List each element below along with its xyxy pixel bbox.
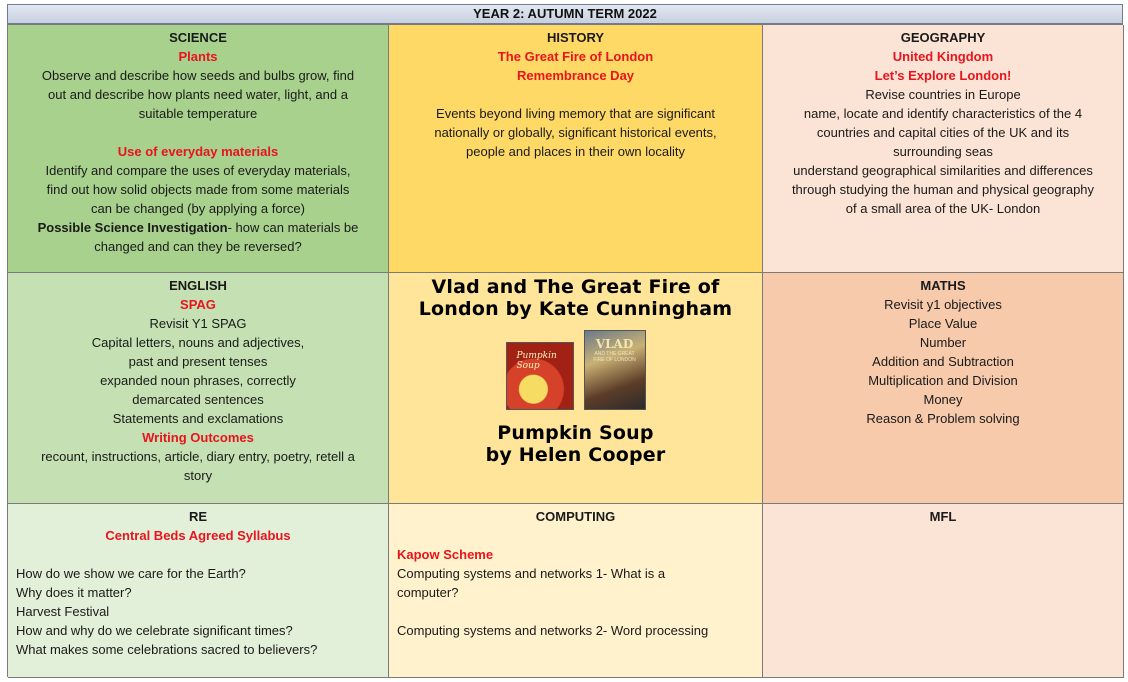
curriculum-sheet: YEAR 2: AUTUMN TERM 2022 SCIENCE Plants …: [7, 4, 1124, 678]
science-text-line: out and describe how plants need water, …: [48, 87, 348, 102]
science-investigation-label: Possible Science Investigation: [37, 220, 228, 235]
re-subheading-syllabus: Central Beds Agreed Syllabus: [105, 528, 291, 543]
history-text-line: nationally or globally, significant hist…: [434, 125, 717, 140]
re-text-line: How and why do we celebrate significant …: [16, 623, 293, 638]
english-text-line: demarcated sentences: [132, 392, 264, 407]
science-subheading-plants: Plants: [178, 49, 218, 64]
pumpkin-soup-cover-image: Pumpkin Soup: [505, 342, 574, 410]
english-cell: ENGLISH SPAG Revisit Y1 SPAG Capital let…: [8, 273, 389, 504]
computing-text-line: Computing systems and networks 2- Word p…: [397, 623, 709, 638]
history-cell: HISTORY The Great Fire of London Remembr…: [389, 25, 763, 273]
mfl-heading: MFL: [929, 509, 957, 524]
geography-text-line: Revise countries in Europe: [865, 87, 1021, 102]
geography-heading: GEOGRAPHY: [900, 30, 986, 45]
vlad-cover-title: VLAD: [595, 337, 634, 351]
history-heading: HISTORY: [546, 30, 605, 45]
science-text-line: Observe and describe how seeds and bulbs…: [41, 68, 355, 83]
geography-text-line: through studying the human and physical …: [791, 182, 1095, 197]
maths-heading: MATHS: [920, 278, 966, 293]
english-text-line: expanded noun phrases, correctly: [100, 373, 296, 388]
re-text-line: Harvest Festival: [16, 604, 110, 619]
english-heading: ENGLISH: [169, 278, 227, 293]
page-title: YEAR 2: AUTUMN TERM 2022: [7, 4, 1123, 24]
science-subheading-materials: Use of everyday materials: [117, 144, 279, 159]
science-investigation: Possible Science Investigation- how can …: [14, 218, 382, 237]
science-cell: SCIENCE Plants Observe and describe how …: [8, 25, 389, 273]
history-text-line: Events beyond living memory that are sig…: [436, 106, 715, 121]
geography-text-line: understand geographical similarities and…: [793, 163, 1093, 178]
maths-text-line: Money: [923, 392, 963, 407]
geography-text-line: name, locate and identify characteristic…: [803, 106, 1083, 121]
science-text-line: changed and can they be reversed?: [94, 239, 302, 254]
computing-heading: COMPUTING: [535, 509, 616, 524]
english-subheading-writing: Writing Outcomes: [142, 430, 254, 445]
english-text-line: Revisit Y1 SPAG: [149, 316, 247, 331]
science-text-line: can be changed (by applying a force): [91, 201, 305, 216]
maths-text-line: Addition and Subtraction: [872, 354, 1014, 369]
maths-text-line: Revisit y1 objectives: [884, 297, 1002, 312]
curriculum-grid: SCIENCE Plants Observe and describe how …: [7, 24, 1124, 678]
mfl-cell: MFL: [763, 504, 1124, 678]
english-text-line: Capital letters, nouns and adjectives,: [91, 335, 305, 350]
history-text-line: people and places in their own locality: [466, 144, 685, 159]
book-title-pumpkin: Pumpkin Soup: [497, 422, 654, 444]
geography-subheading-uk: United Kingdom: [892, 49, 994, 64]
re-text-line: Why does it matter?: [16, 585, 132, 600]
geography-text-line: of a small area of the UK- London: [845, 201, 1041, 216]
maths-text-line: Number: [919, 335, 967, 350]
re-cell: RE Central Beds Agreed Syllabus How do w…: [8, 504, 389, 678]
computing-subheading-kapow: Kapow Scheme: [397, 547, 494, 562]
book-title-vlad: London by Kate Cunningham: [418, 298, 733, 320]
science-investigation-text: - how can materials be: [227, 220, 359, 235]
science-text-line: find out how solid objects made from som…: [46, 182, 350, 197]
science-text-line: Identify and compare the uses of everyda…: [45, 163, 351, 178]
computing-cell: COMPUTING Kapow Scheme Computing systems…: [389, 504, 763, 678]
vlad-cover-image: VLAD AND THE GREAT FIRE OF LONDON: [583, 330, 646, 410]
pumpkin-soup-cover-title: Pumpkin Soup: [516, 351, 557, 371]
history-subheading-fire: The Great Fire of London: [497, 49, 654, 64]
maths-text-line: Multiplication and Division: [868, 373, 1018, 388]
geography-text-line: countries and capital cities of the UK a…: [816, 125, 1070, 140]
science-text-line: suitable temperature: [138, 106, 258, 121]
english-text-line: Statements and exclamations: [112, 411, 284, 426]
geography-text-line: surrounding seas: [893, 144, 993, 159]
book-title-vlad: Vlad and The Great Fire of: [431, 276, 720, 298]
geography-cell: GEOGRAPHY United Kingdom Let’s Explore L…: [763, 25, 1124, 273]
re-heading: RE: [188, 509, 208, 524]
vlad-cover-subtitle: AND THE GREAT FIRE OF LONDON: [593, 351, 636, 363]
re-text-line: What makes some celebrations sacred to b…: [16, 642, 318, 657]
english-subheading-spag: SPAG: [180, 297, 216, 312]
history-subheading-remembrance: Remembrance Day: [516, 68, 635, 83]
english-text-line: story: [183, 468, 213, 483]
re-text-line: How do we show we care for the Earth?: [16, 566, 246, 581]
books-cell: Vlad and The Great Fire of London by Kat…: [389, 273, 763, 504]
maths-cell: MATHS Revisit y1 objectives Place Value …: [763, 273, 1124, 504]
geography-subheading-london: Let’s Explore London!: [874, 68, 1012, 83]
english-text-line: past and present tenses: [128, 354, 268, 369]
maths-text-line: Place Value: [908, 316, 978, 331]
english-text-line: recount, instructions, article, diary en…: [41, 449, 355, 464]
book-title-pumpkin: by Helen Cooper: [485, 444, 666, 466]
computing-text-line: Computing systems and networks 1- What i…: [397, 566, 666, 581]
science-heading: SCIENCE: [169, 30, 227, 45]
book-covers: Pumpkin Soup VLAD AND THE GREAT FIRE OF …: [395, 330, 756, 410]
computing-text-line: computer?: [397, 585, 459, 600]
maths-text-line: Reason & Problem solving: [866, 411, 1020, 426]
